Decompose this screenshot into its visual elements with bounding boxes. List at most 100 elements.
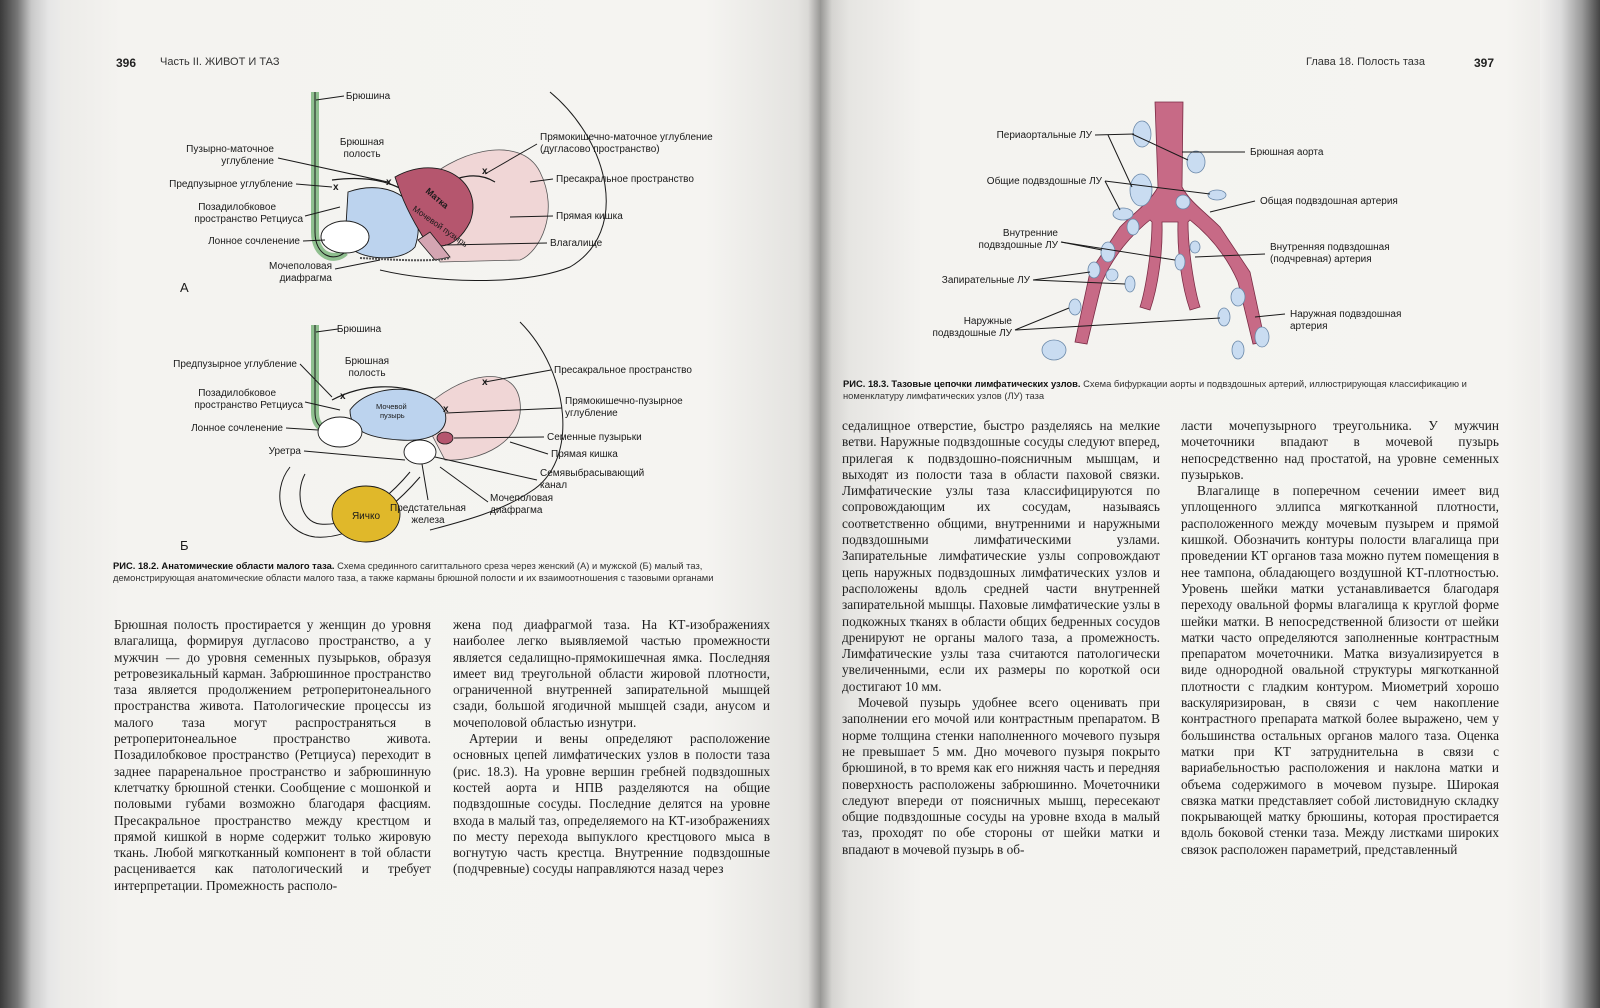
label-naruzh-art-1: Наружная подвздошная xyxy=(1290,309,1401,320)
figure-18-2-caption-text: Схема срединного сагиттального среза чер… xyxy=(113,560,714,583)
lymph-node xyxy=(1189,240,1201,254)
lymph-node xyxy=(1175,194,1191,210)
lymph-node xyxy=(1132,120,1152,148)
paragraph: жена под диафрагмой таза. На КТ-изображе… xyxy=(453,617,770,730)
label-b-prostata-1: Предстательная xyxy=(390,503,466,514)
label-naruzh-lu-1: Наружные xyxy=(964,316,1013,327)
left-page-edges xyxy=(0,0,70,1008)
label-b-diafragma-1: Мочеполовая xyxy=(490,493,553,504)
bladder-shape-b xyxy=(349,388,447,441)
figure-18-3-caption-title: РИС. 18.3. Тазовые цепочки лимфатических… xyxy=(843,378,1081,389)
lymph-node xyxy=(1231,340,1245,360)
lymph-node xyxy=(1254,326,1270,348)
label-b-yaichko: Яичко xyxy=(352,511,381,522)
lymph-node xyxy=(1100,241,1116,263)
paragraph: ласти мочепузырного треугольника. У мужч… xyxy=(1181,418,1499,482)
right-running-title: Глава 18. Полость таза xyxy=(1306,56,1425,68)
aorta-iliac-arteries xyxy=(1074,101,1266,345)
label-b-pryamaya: Прямая кишка xyxy=(551,449,618,460)
label-naruzh-lu-2: подвздошные ЛУ xyxy=(932,328,1012,339)
figure-18-3-diagram: Периаортальные ЛУ Общие подвздошные ЛУ В… xyxy=(932,101,1401,361)
label-a-retzius-2: пространство Ретциуса xyxy=(194,214,303,225)
label-a-presakralnoe: Пресакральное пространство xyxy=(556,174,694,185)
left-page xyxy=(60,0,820,1008)
label-a-bryushnaya-2: полость xyxy=(343,149,380,160)
label-a-retzius-1: Позадилобковое xyxy=(198,201,276,213)
label-a-pryamaya: Прямая кишка xyxy=(556,211,623,222)
paragraph: Влагалище в поперечном сечении имеет вид… xyxy=(1181,483,1499,857)
lymph-node xyxy=(1174,253,1186,271)
right-page-column-1: седалищное отверстие, быстро разделяясь … xyxy=(842,418,1160,858)
label-a-diafragma-2: диафрагма xyxy=(280,272,333,284)
label-a-puzyrno-1: Пузырно-маточное xyxy=(186,144,274,155)
svg-text:x: x xyxy=(333,182,339,193)
label-vnutr-art-1: Внутренняя подвздошная xyxy=(1270,242,1390,253)
label-aorta: Брюшная аорта xyxy=(1250,147,1324,158)
label-a-vlagalishche: Влагалище xyxy=(550,238,603,249)
label-naruzh-art-2: артерия xyxy=(1290,321,1328,332)
label-b-bryushnaya-2: полость xyxy=(348,368,385,379)
book-gutter xyxy=(808,0,832,1008)
svg-text:x: x xyxy=(386,177,392,188)
testis-shape xyxy=(331,485,401,543)
svg-text:x: x xyxy=(482,377,488,388)
label-a-douglas-1: Прямокишечно-маточное углубление xyxy=(540,131,713,143)
seminal-vesicle xyxy=(436,431,454,445)
label-b-prostata-2: железа xyxy=(411,515,445,526)
panel-b-letter: Б xyxy=(180,538,189,553)
label-b-retzius-1: Позадилобковое xyxy=(198,387,276,399)
pubic-symphysis xyxy=(320,220,370,254)
label-b-diafragma-2: диафрагма xyxy=(490,504,543,516)
label-a-diafragma-1: Мочеполовая xyxy=(269,261,332,272)
label-vnutr-art-2: (подчревная) артерия xyxy=(1270,254,1372,265)
left-page-number: 396 xyxy=(116,56,137,70)
right-page-column-2: ласти мочепузырного треугольника. У мужч… xyxy=(1181,418,1499,858)
lymph-node xyxy=(1129,173,1153,207)
prostate-shape xyxy=(403,439,437,465)
lymph-node xyxy=(1186,150,1206,174)
lymph-node xyxy=(1105,268,1119,282)
paragraph: Брюшная полость простирается у женщин до… xyxy=(114,617,431,893)
lymph-node xyxy=(1124,275,1136,293)
lymph-node xyxy=(1068,298,1082,316)
figure-18-3-caption: РИС. 18.3. Тазовые цепочки лимфатических… xyxy=(843,378,1503,401)
label-a-puzyrno-2: углубление xyxy=(221,155,274,167)
lymph-node xyxy=(1087,261,1101,279)
label-vnutr-lu-1: Внутренние xyxy=(1003,228,1059,239)
left-running-title: Часть II. ЖИВОТ И ТАЗ xyxy=(160,56,280,68)
label-b-retzius-2: пространство Ретциуса xyxy=(194,400,303,411)
label-a-bryushina: Брюшина xyxy=(346,91,391,102)
figure-18-2-caption: РИС. 18.2. Анатомические области малого … xyxy=(113,560,773,583)
label-b-bryushnaya-1: Брюшная xyxy=(345,356,389,367)
label-b-lonnoe: Лонное сочленение xyxy=(191,423,283,434)
pubic-symphysis-b xyxy=(317,416,363,448)
uterus-shape xyxy=(394,167,474,247)
label-b-semennye: Семенные пузырьки xyxy=(547,432,642,443)
label-a-bryushnaya-1: Брюшная xyxy=(340,137,384,148)
lymph-node xyxy=(1217,307,1231,327)
lymph-node xyxy=(1041,339,1067,361)
artery-tree xyxy=(1074,101,1266,345)
figure-18-3-caption-text: Схема бифуркации аорты и подвздошных арт… xyxy=(843,378,1467,401)
label-zapiratelnye: Запирательные ЛУ xyxy=(942,275,1031,286)
paragraph: Артерии и вены определяют расположение о… xyxy=(453,731,770,877)
svg-text:x: x xyxy=(482,166,488,177)
label-b-puzyr-1: Мочевой xyxy=(376,402,407,411)
label-periaortal: Периаортальные ЛУ xyxy=(997,130,1093,141)
label-obshchaya-art: Общая подвздошная артерия xyxy=(1260,195,1398,207)
label-b-uretra: Уретра xyxy=(269,446,302,457)
lymph-node xyxy=(1230,287,1246,307)
svg-text:x: x xyxy=(340,391,346,402)
lymph-node xyxy=(1112,207,1134,221)
right-page-edges xyxy=(1540,0,1600,1008)
paragraph: седалищное отверстие, быстро разделяясь … xyxy=(842,418,1160,694)
lymph-node xyxy=(1126,218,1140,236)
panel-a-letter: А xyxy=(180,280,189,295)
peritoneum-wall-b xyxy=(311,325,337,433)
label-a-douglas-2: (дугласово пространство) xyxy=(540,144,660,155)
right-page-number: 397 xyxy=(1474,56,1495,70)
label-b-puzyr-2: пузырь xyxy=(380,411,405,420)
panel-a-female-pelvis: Мочевой пузырь Матка x x x Брюшина Брюшн… xyxy=(169,91,713,295)
label-obshchie-lu: Общие подвздошные ЛУ xyxy=(987,175,1103,187)
